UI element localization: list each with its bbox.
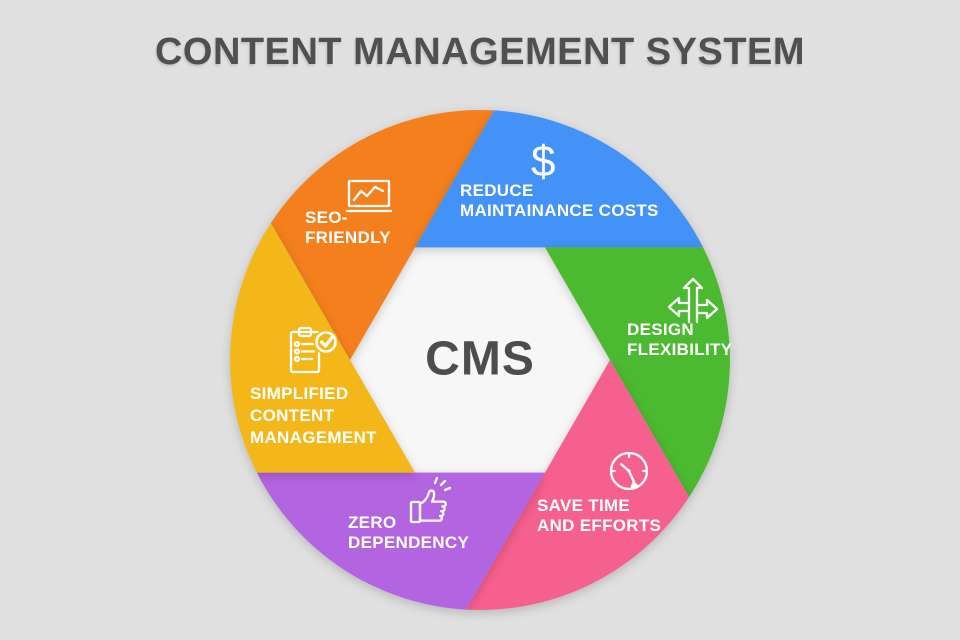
dollar-icon: $ [531, 137, 556, 186]
clock-icon [607, 449, 653, 495]
segment-label-design-flexibility: DESIGN FLEXIBILITY [627, 320, 733, 359]
line-chart-icon [345, 179, 393, 215]
clipboard-check-icon [286, 325, 338, 379]
segment-design-flexibility [545, 247, 730, 497]
center-hexagon [350, 247, 610, 473]
segment-seo-friendly [270, 110, 495, 360]
segment-save-time-and-efforts [465, 360, 690, 610]
segment-label-simplified-content-management: SIMPLIFIED CONTENT MANAGEMENT [250, 384, 377, 447]
direction-arrows-icon [666, 277, 720, 325]
segment-label-save-time-and-efforts: SAVE TIME AND EFFORTS [537, 496, 662, 535]
center-label: CMS [425, 332, 535, 386]
segment-reduce-maintainance-costs [415, 110, 704, 248]
thumbs-up-icon [406, 476, 456, 528]
segment-label-reduce-maintainance-costs: REDUCE MAINTAINANCE COSTS [460, 181, 659, 220]
segment-zero-dependency [256, 472, 545, 610]
segment-label-zero-dependency: ZERO DEPENDENCY [348, 513, 470, 552]
segment-label-seo-friendly: SEO- FRIENDLY [305, 208, 391, 247]
page-title: CONTENT MANAGEMENT SYSTEM [154, 31, 806, 73]
